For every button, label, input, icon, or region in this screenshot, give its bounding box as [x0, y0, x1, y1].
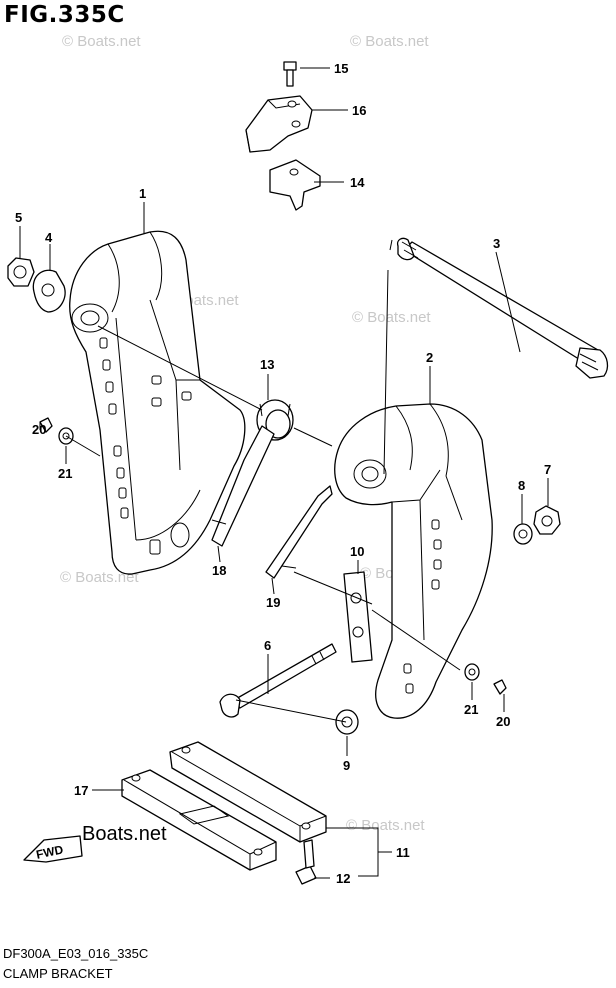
part-12-bolt [295, 839, 317, 885]
callout-5: 5 [15, 210, 22, 225]
callout-18: 18 [212, 563, 226, 578]
callout-13: 13 [260, 357, 274, 372]
callout-11: 11 [396, 845, 410, 860]
part-8-washer [513, 523, 533, 545]
part-9-washer [335, 709, 359, 735]
leader-lines [19, 67, 549, 879]
part-1-clamp-bracket-port [69, 230, 246, 575]
watermark: © Boats.net [352, 309, 431, 326]
callout-21-left: 21 [58, 466, 72, 481]
watermark-brand: Boats.net [82, 823, 167, 845]
callout-10: 10 [350, 544, 364, 559]
watermark: © Boats.net [60, 569, 139, 586]
callout-17: 17 [74, 783, 88, 798]
callout-labels: 1 2 3 4 5 6 7 8 9 10 11 12 13 14 15 16 1… [15, 61, 551, 886]
part-15-bolt [283, 61, 297, 87]
part-14-bracket-plate [269, 159, 321, 211]
part-16-cover [245, 95, 313, 153]
callout-1: 1 [139, 186, 146, 201]
callout-20-left: 20 [32, 422, 46, 437]
callout-14: 14 [350, 175, 365, 190]
part-5-nut [7, 257, 35, 287]
callout-7: 7 [544, 462, 551, 477]
watermark: © Boats.net [350, 33, 429, 50]
part-20-screw-left [39, 417, 53, 433]
part-3-tilt-tube [396, 237, 609, 379]
part-11-spacer-upper [169, 741, 327, 843]
callout-15: 15 [334, 61, 348, 76]
callout-19: 19 [266, 595, 280, 610]
part-6-bolt [219, 643, 337, 718]
forward-direction-badge: FWD [23, 835, 83, 863]
callout-9: 9 [343, 758, 350, 773]
callout-16: 16 [352, 103, 366, 118]
watermark: © Boats.net [346, 817, 425, 834]
watermark: © Boats.net [62, 33, 141, 50]
callout-3: 3 [493, 236, 500, 251]
assembly-guide-lines [97, 239, 461, 723]
part-19-lock-rod [265, 485, 333, 579]
part-10-plate [343, 571, 373, 663]
callout-6: 6 [264, 638, 271, 653]
fwd-label: FWD [35, 842, 65, 861]
part-2-clamp-bracket-starboard [334, 403, 493, 719]
part-20-screw-right [493, 679, 507, 695]
part-7-nut [533, 505, 561, 535]
part-17-spacer-lower [121, 769, 277, 871]
part-18-tilt-lock-lever [211, 425, 275, 547]
figure-title: FIG.335C [4, 2, 125, 28]
diagram-caption: CLAMP BRACKET [3, 966, 113, 981]
callout-2: 2 [426, 350, 433, 365]
callout-4: 4 [45, 230, 53, 245]
callout-12: 12 [336, 871, 350, 886]
callout-21-right: 21 [464, 702, 478, 717]
callout-20-right: 20 [496, 714, 510, 729]
part-21-washer-right [464, 663, 480, 681]
diagram-code: DF300A_E03_016_335C [3, 946, 149, 961]
callout-8: 8 [518, 478, 525, 493]
part-4-plate [32, 269, 66, 313]
